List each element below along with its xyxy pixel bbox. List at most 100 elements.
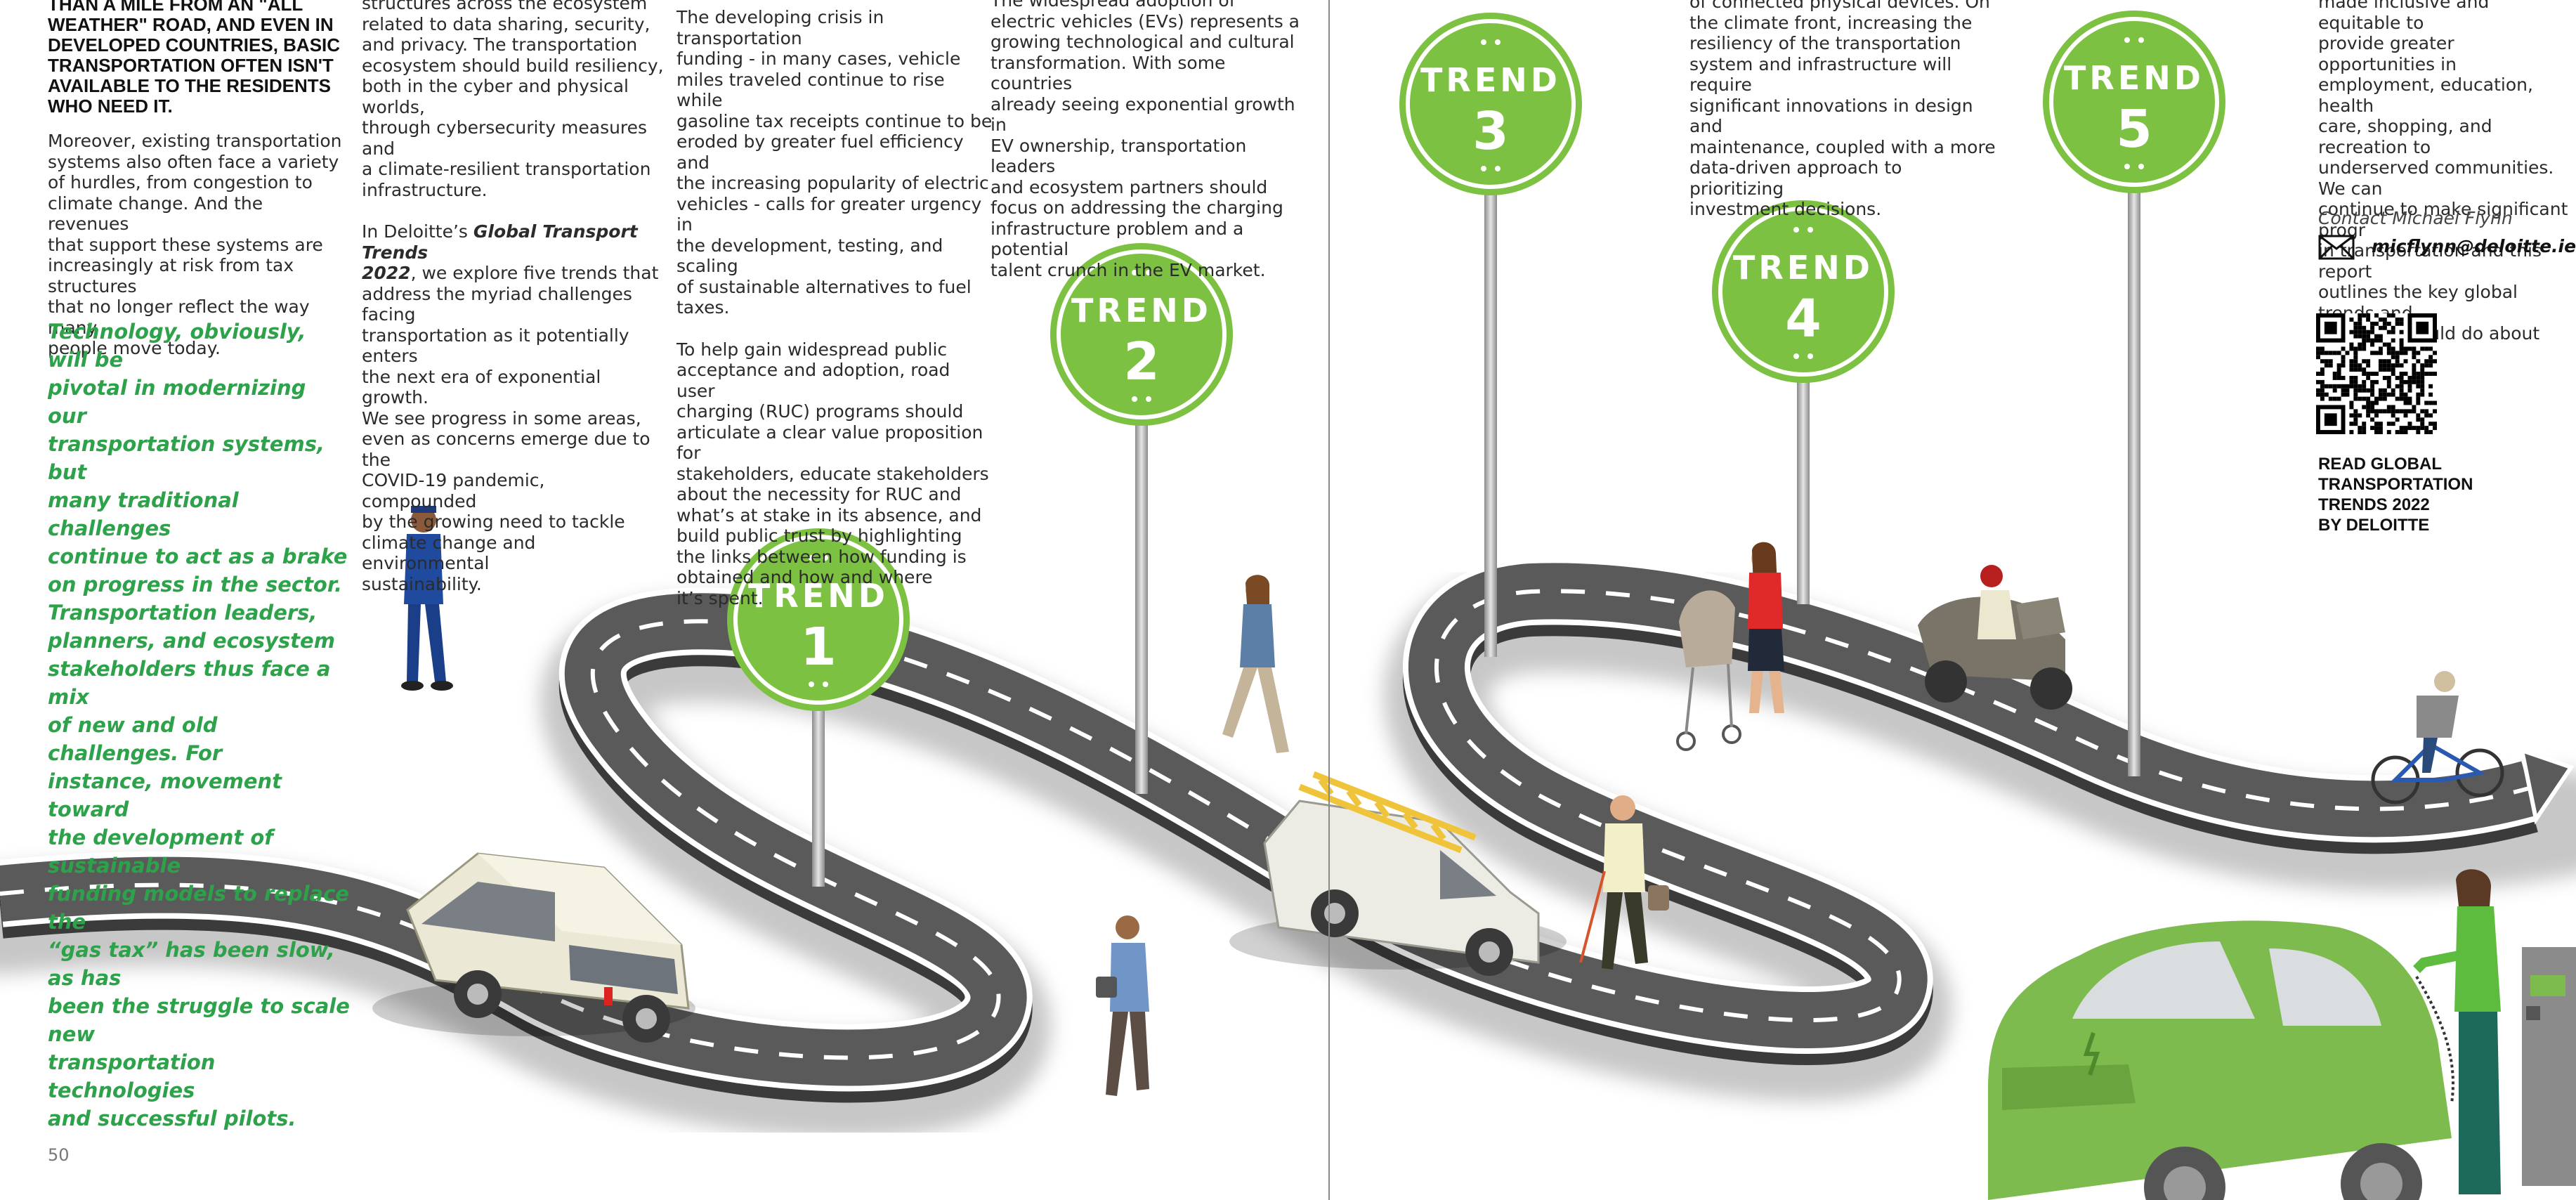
qr-module [2412,346,2417,351]
qr-module [2433,372,2437,376]
qr-module [2353,417,2358,422]
qr-module [2324,359,2329,364]
qr-module [2382,363,2387,368]
qr-module [2395,317,2400,322]
qr-module [2412,426,2417,431]
contact-email-link[interactable]: micflynn@deloitte.ie [2372,236,2576,256]
qr-module [2378,351,2383,356]
qr-module [2420,384,2425,389]
motorcycle-rider-figure [1918,565,2072,710]
qr-module [2336,384,2341,389]
qr-module [2366,338,2371,343]
qr-module [2420,392,2425,397]
qr-module [2386,346,2391,351]
qr-module [2341,359,2346,364]
qr-module [2386,384,2391,389]
qr-module [2374,351,2379,356]
column-2-paragraph-1: structures across the ecosystem related … [362,0,664,200]
qr-module [2382,388,2387,393]
qr-module [2370,325,2375,330]
trend-sign-dot [823,681,828,687]
qr-module [2391,330,2395,334]
qr-module [2416,426,2421,431]
qr-module [2320,351,2325,356]
trend-sign-dot [1132,270,1137,275]
qr-module [2332,388,2337,393]
trend-sign-dot [1807,227,1813,233]
qr-module [2386,409,2391,414]
qr-module [2391,405,2395,410]
qr-module [2370,392,2375,397]
column-5-text: of connected physical devices. On the cl… [1689,0,1999,220]
qr-module [2370,338,2375,343]
qr-module [2366,413,2371,418]
qr-module [2349,400,2354,405]
qr-module [2349,346,2354,351]
qr-module [2370,388,2375,393]
trend-sign-number: 5 [2116,99,2152,159]
qr-module [2341,363,2346,368]
qr-module [2353,363,2358,368]
qr-module [2428,355,2433,360]
trend-sign-word: TREND [1420,61,1561,99]
qr-module [2358,346,2362,351]
column-4-text: The widespread adoption of electric vehi… [990,0,1307,280]
qr-module [2420,422,2425,426]
qr-module [2386,363,2391,368]
trend-sign-dot [1495,166,1501,171]
qr-module [2399,363,2404,368]
qr-module [2416,372,2421,376]
trend-sign-ring [1057,249,1227,419]
qr-module [2341,384,2346,389]
qr-module [2332,351,2337,356]
qr-module [2391,388,2395,393]
qr-module [2416,375,2421,380]
qr-module [2374,396,2379,401]
qr-module [2428,413,2433,418]
qr-module [2320,392,2325,397]
qr-module [2407,346,2412,351]
qr-module [2391,367,2395,372]
qr-module [2349,359,2354,364]
column-2-paragraph-2: In Deloitte’s Global Transport Trends 20… [362,221,664,594]
qr-module [2378,409,2383,414]
qr-module [2320,372,2325,376]
qr-module [2320,367,2325,372]
qr-module [2386,330,2391,334]
trend-sign-ring [2049,17,2219,187]
qr-module [2391,313,2395,318]
page-number: 50 [48,1145,70,1165]
trend-sign-outer [727,528,910,711]
qr-module [2320,388,2325,393]
qr-module [2399,426,2404,431]
qr-module [2316,392,2320,397]
qr-module [2395,351,2400,356]
qr-module [2316,372,2320,376]
trend-sign-dot [809,681,814,687]
qr-module [2353,379,2358,384]
trend-sign-dot [809,555,814,561]
qr-module [2362,388,2367,393]
qr-module [2403,413,2408,418]
qr-module [2386,321,2391,326]
qr-module [2362,405,2367,410]
woman-charging-ev-figure [2413,869,2501,1194]
qr-module [2374,426,2379,431]
qr-module [2378,426,2383,431]
qr-module [2324,351,2329,356]
qr-module [2391,351,2395,356]
qr-module [2412,367,2417,372]
qr-module [2328,396,2333,401]
qr-module [2428,392,2433,397]
trend-sign-pole [812,690,825,887]
qr-module [2399,392,2404,397]
qr-code-icon[interactable] [2316,313,2437,434]
qr-module [2386,379,2391,384]
qr-module [2416,430,2421,434]
qr-module [2374,338,2379,343]
qr-module [2428,359,2433,364]
qr-module [2386,342,2391,347]
qr-module [2353,375,2358,380]
qr-module [2424,346,2429,351]
